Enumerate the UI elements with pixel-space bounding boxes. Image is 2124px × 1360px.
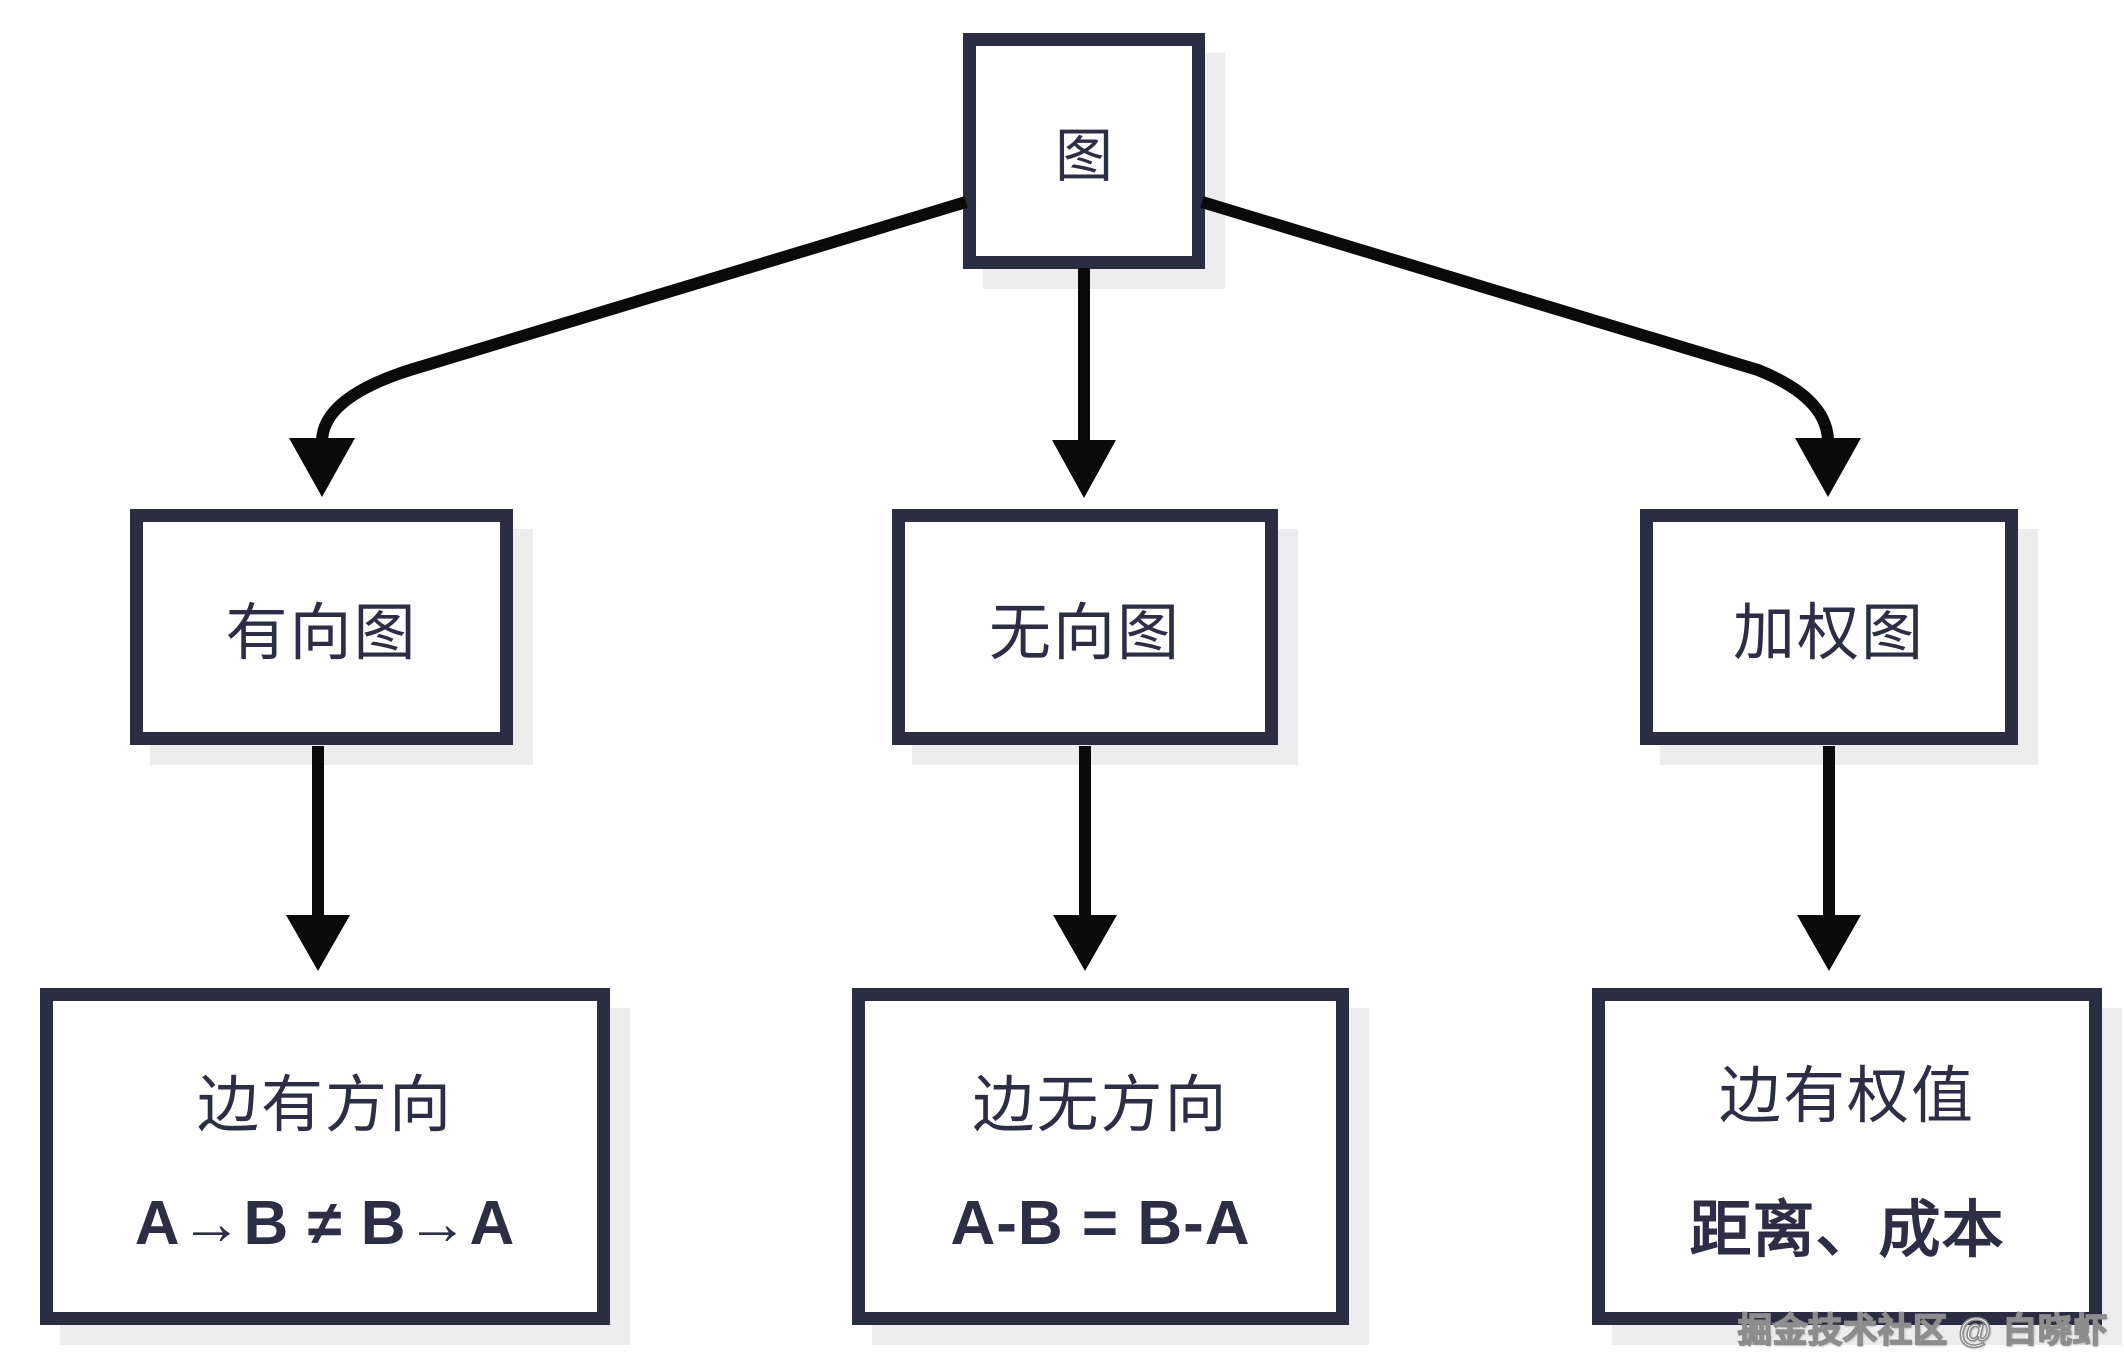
edge-root-to-directed: [289, 196, 968, 497]
edge-root-to-weighted: [1200, 196, 1861, 497]
description-line: 边有权值: [1718, 1061, 1975, 1131]
watermark-text: 掘金技术社区 @ 白晓虾: [1737, 1311, 2108, 1351]
node-weighted-description: 边有权值 距离、成本: [1592, 988, 2102, 1325]
description-formula: A→B ≠ B→A: [134, 1189, 516, 1258]
edge-undirected-to-desc: [1053, 746, 1117, 971]
node-graph-root: 图: [963, 33, 1205, 269]
edge-directed-to-desc: [286, 746, 350, 971]
node-directed-graph: 有向图: [130, 509, 513, 745]
description-line: 边无方向: [972, 1071, 1229, 1140]
node-undirected-description: 边无方向 A-B = B-A: [852, 988, 1349, 1325]
arrowhead-icon: [1052, 440, 1116, 498]
node-label: 加权图: [1732, 599, 1925, 668]
node-label: 无向图: [988, 599, 1181, 668]
arrowhead-icon: [1053, 915, 1117, 971]
node-label: 图: [1054, 124, 1113, 189]
edge-root-to-undirected: [1052, 268, 1116, 498]
description-formula: A-B = B-A: [950, 1189, 1251, 1258]
edge-weighted-to-desc: [1797, 746, 1861, 971]
arrowhead-icon: [286, 915, 350, 971]
node-directed-description: 边有方向 A→B ≠ B→A: [40, 988, 610, 1325]
description-formula: 距离、成本: [1689, 1195, 2005, 1265]
node-label: 有向图: [225, 599, 418, 668]
arrowhead-icon: [1795, 438, 1861, 497]
node-weighted-graph: 加权图: [1640, 509, 2018, 745]
description-line: 边有方向: [196, 1071, 453, 1140]
arrowhead-icon: [289, 438, 355, 497]
arrowhead-icon: [1797, 915, 1861, 971]
node-undirected-graph: 无向图: [892, 509, 1278, 745]
